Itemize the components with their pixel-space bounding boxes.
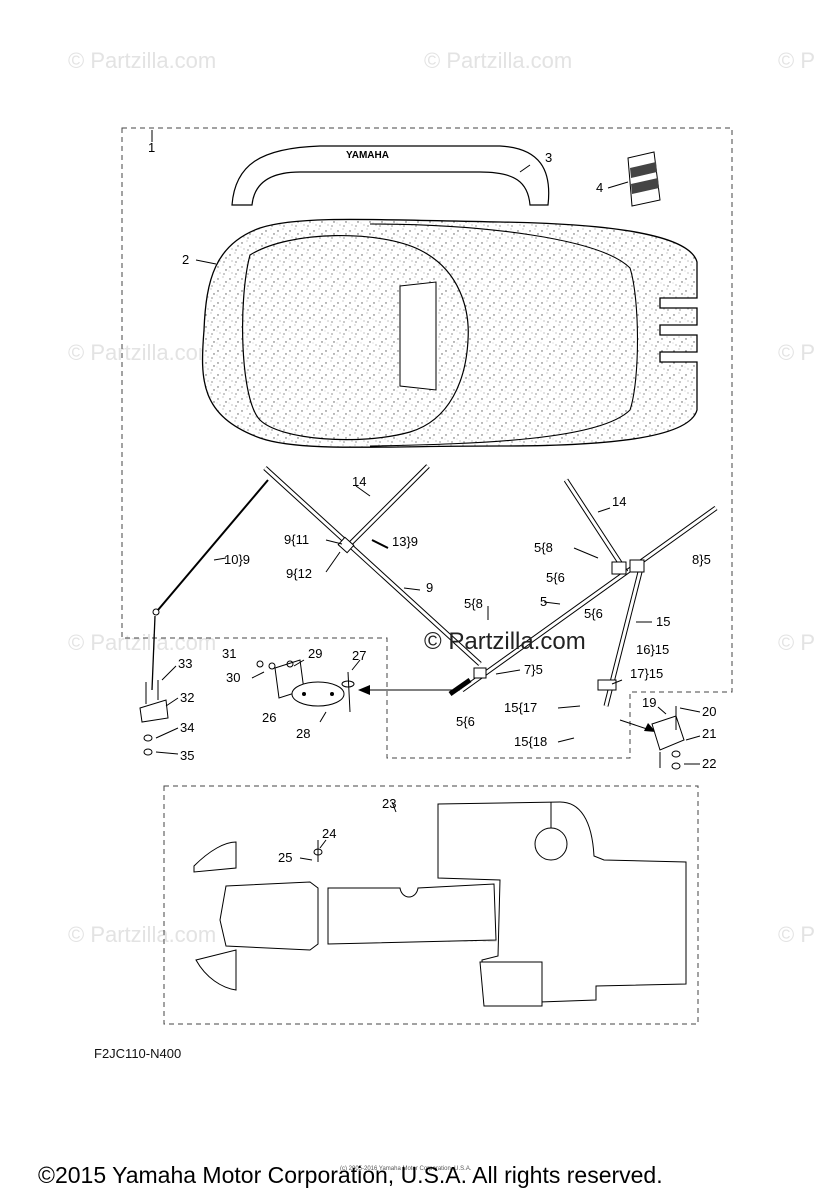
- callout-29: 29: [308, 646, 322, 661]
- right-bimini-frame: [448, 478, 718, 707]
- brand-logo-text: YAMAHA: [346, 150, 389, 161]
- callout-9-11: 9{11: [284, 532, 309, 547]
- callout-34: 34: [180, 720, 194, 735]
- callout-21: 21: [702, 726, 716, 741]
- watermark: © P: [778, 340, 815, 365]
- kit-outline: [121, 127, 733, 759]
- watermark: © P: [778, 48, 815, 73]
- callout-15-17: 15{17: [504, 700, 537, 715]
- callout-9-12: 9{12: [286, 566, 312, 581]
- callout-35: 35: [180, 748, 194, 763]
- callout-23: 23: [382, 796, 396, 811]
- callout-10-9: 10}9: [224, 552, 250, 567]
- decal: [627, 151, 661, 207]
- copyright-notice: ©2015 Yamaha Motor Corporation, U.S.A. A…: [38, 1162, 663, 1188]
- callout-13-9: 13}9: [392, 534, 418, 549]
- leader-lines: [151, 130, 701, 861]
- callout-17-15: 17}15: [630, 666, 663, 681]
- callout-15: 15: [656, 614, 670, 629]
- hinge-assembly: [256, 659, 355, 723]
- callout-33: 33: [178, 656, 192, 671]
- callout-30: 30: [226, 670, 240, 685]
- callout-16-15: 16}15: [636, 642, 669, 657]
- right-bracket: [651, 706, 685, 770]
- callout-4: 4: [596, 180, 603, 195]
- callout-3: 3: [545, 150, 552, 165]
- callout-22: 22: [702, 756, 716, 771]
- watermark: © Partzilla.com: [424, 48, 573, 73]
- watermark: © Partzilla.com: [68, 922, 217, 947]
- callout-31: 31: [222, 646, 236, 661]
- callout-19: 19: [642, 695, 656, 710]
- diagram-code: F2JC110-N400: [94, 1046, 182, 1061]
- callout-20: 20: [702, 704, 716, 719]
- callout-25: 25: [278, 850, 292, 865]
- grab-handle: [231, 145, 550, 206]
- left-bimini-frame: [151, 464, 482, 691]
- callout-8-5: 8}5: [692, 552, 711, 567]
- callout-2: 2: [182, 252, 189, 267]
- watermark: © P: [778, 922, 815, 947]
- callout-32: 32: [180, 690, 194, 705]
- deck-mats: [193, 801, 687, 1007]
- seat: [201, 218, 698, 448]
- watermark: © Partzilla.com: [68, 48, 217, 73]
- watermark: © Partzilla.com: [68, 630, 217, 655]
- callout-14-right: 14: [612, 494, 626, 509]
- partzilla-watermark: © Partzilla.com: [424, 628, 586, 655]
- callout-24: 24: [322, 826, 336, 841]
- callout-5-6-mid: 5{6: [584, 606, 603, 621]
- callout-5-6-bottom: 5{6: [456, 714, 475, 729]
- callout-5-8-mid: 5{8: [464, 596, 483, 611]
- callout-14-left: 14: [352, 474, 366, 489]
- callout-15-18: 15{18: [514, 734, 547, 749]
- small-copyright: (c) 2005-2016 Yamaha Motor Corporation, …: [340, 1166, 472, 1172]
- watermark: © P: [778, 630, 815, 655]
- callout-26: 26: [262, 710, 276, 725]
- callout-5: 5: [540, 594, 547, 609]
- mat-kit-outline: [163, 785, 699, 1025]
- callout-9: 9: [426, 580, 433, 595]
- callout-5-6-top: 5{6: [546, 570, 565, 585]
- callout-7-5: 7}5: [524, 662, 543, 677]
- callout-27: 27: [352, 648, 366, 663]
- callout-28: 28: [296, 726, 310, 741]
- callout-1: 1: [148, 140, 155, 155]
- callout-5-8-top: 5{8: [534, 540, 553, 555]
- left-bracket: [139, 680, 169, 756]
- watermark: © Partzilla.com: [68, 340, 217, 365]
